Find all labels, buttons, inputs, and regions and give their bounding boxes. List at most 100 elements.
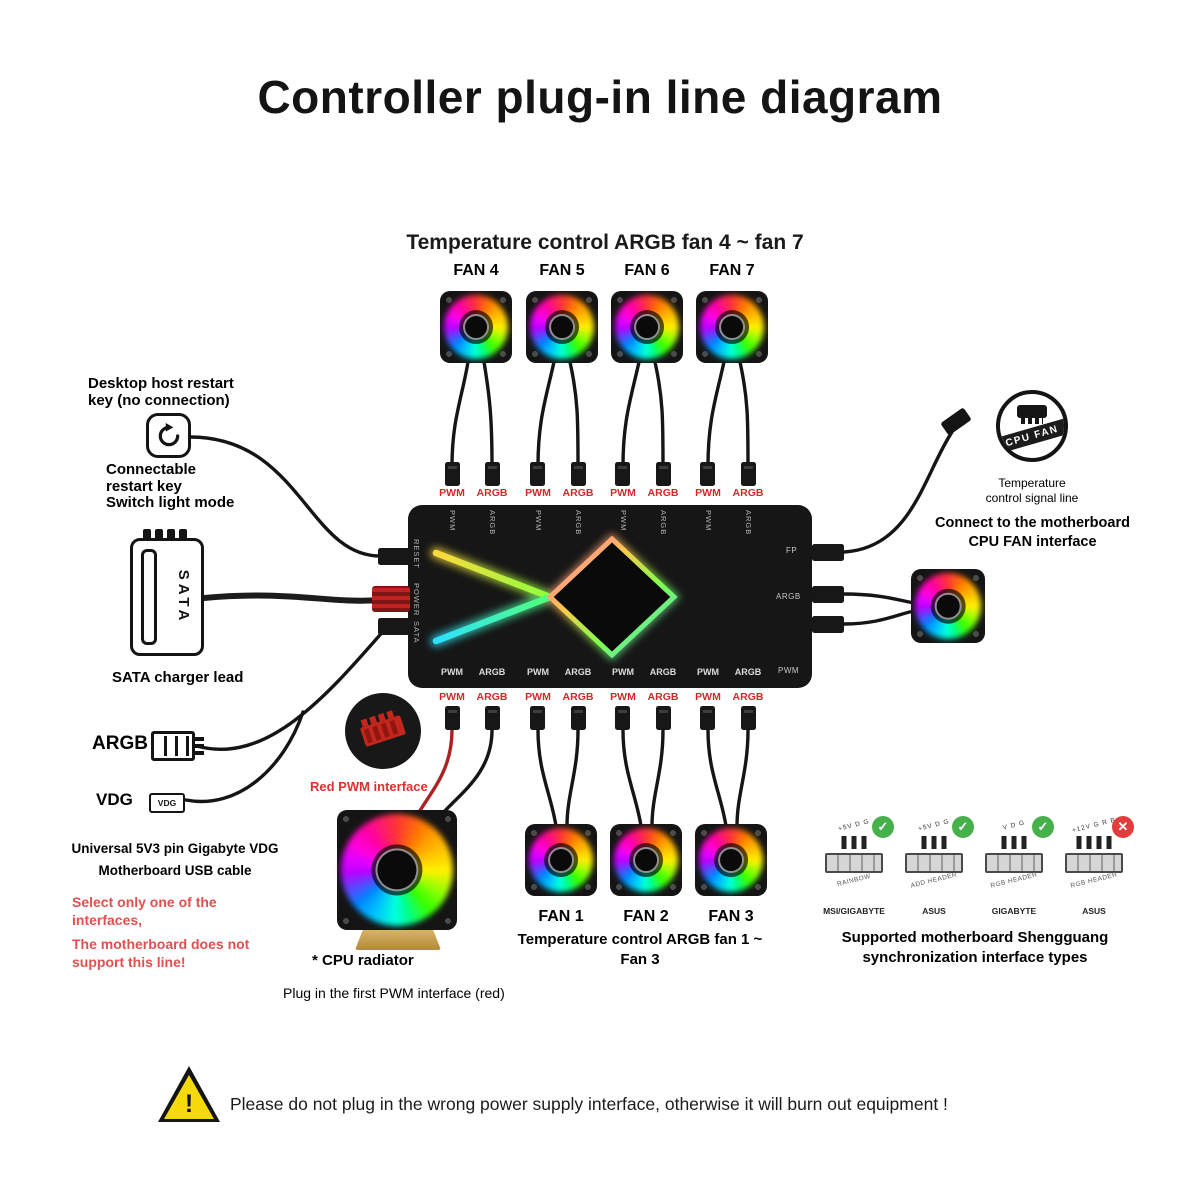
cpu-fan-badge: CPU FAN bbox=[996, 390, 1068, 462]
port-label-red: PWM bbox=[525, 487, 551, 499]
signal-line-caption: Temperature control signal line bbox=[985, 476, 1079, 505]
port-label-red: ARGB bbox=[732, 691, 764, 703]
pins-icon bbox=[841, 836, 867, 849]
fan-7-label: FAN 7 bbox=[709, 262, 755, 279]
mobo-section-heading: Supported motherboard Shengguang synchro… bbox=[841, 929, 1109, 966]
fan-hub bbox=[548, 847, 574, 873]
connector-plug bbox=[741, 462, 756, 486]
footer-warning-text: Please do not plug in the wrong power su… bbox=[230, 1094, 948, 1114]
fan-1 bbox=[525, 824, 597, 896]
port-label-red: ARGB bbox=[647, 487, 679, 499]
connector-plug bbox=[700, 462, 715, 486]
pwm-port-label: PWM bbox=[778, 666, 800, 675]
check-icon: ✓ bbox=[872, 816, 894, 838]
port-label-red: ARGB bbox=[476, 691, 508, 703]
sata-connector-icon: SATA bbox=[130, 529, 204, 656]
port-label: ARGB bbox=[659, 510, 668, 536]
cpu-radiator-fan bbox=[337, 810, 457, 930]
pins-icon bbox=[1076, 836, 1112, 849]
power-plug bbox=[372, 586, 410, 612]
port-label-red: ARGB bbox=[562, 487, 594, 499]
sata-caption: SATA charger lead bbox=[112, 669, 244, 686]
connector-plug bbox=[530, 706, 545, 730]
check-icon: ✓ bbox=[1032, 816, 1054, 838]
connector-plug bbox=[530, 462, 545, 486]
cpu-radiator-caption: Plug in the first PWM interface (red) bbox=[283, 985, 505, 1001]
port-label-red: PWM bbox=[695, 487, 721, 499]
argb-label: ARGB bbox=[92, 733, 148, 754]
port-label: PWM bbox=[534, 510, 543, 532]
brand-label: ASUS bbox=[922, 906, 946, 916]
fan-1-label: FAN 1 bbox=[538, 908, 584, 925]
pwm-out-plug bbox=[812, 616, 844, 633]
header-connector-icon bbox=[825, 853, 883, 873]
fp-plug bbox=[812, 544, 844, 561]
fan-2 bbox=[610, 824, 682, 896]
page-title: Controller plug-in line diagram bbox=[257, 71, 943, 123]
port-label-red: PWM bbox=[695, 691, 721, 703]
red-pwm-caption: Red PWM interface bbox=[310, 779, 428, 794]
interface-warning-b: The motherboard does not support this li… bbox=[72, 936, 250, 970]
check-icon: ✓ bbox=[952, 816, 974, 838]
connector-plug bbox=[741, 706, 756, 730]
connect-cpu-fan-caption: Connect to the motherboard CPU FAN inter… bbox=[935, 515, 1130, 550]
sata-label: SATA bbox=[175, 569, 192, 625]
controller-box: PWM ARGB PWM ARGB PWM ARGB PWM ARGB PWM … bbox=[408, 505, 812, 688]
cpu-fan-connector-icon bbox=[1017, 405, 1047, 424]
power-port-label: POWER bbox=[412, 583, 421, 617]
fan-hub bbox=[634, 314, 660, 340]
fan-hub bbox=[934, 592, 962, 620]
connector-plug bbox=[485, 462, 500, 486]
pins-icon bbox=[921, 836, 947, 849]
sata-plug bbox=[378, 618, 410, 635]
port-label: PWM bbox=[612, 667, 634, 677]
cpu-radiator-label: * CPU radiator bbox=[312, 952, 414, 969]
port-label: PWM bbox=[704, 510, 713, 532]
fan-hub bbox=[633, 847, 659, 873]
fan-3 bbox=[695, 824, 767, 896]
red-pwm-connector bbox=[359, 715, 407, 747]
connector-plug bbox=[615, 462, 630, 486]
fp-port-label: FP bbox=[786, 546, 798, 555]
port-label: PWM bbox=[697, 667, 719, 677]
fan-hub bbox=[719, 314, 745, 340]
port-label-red: PWM bbox=[439, 691, 465, 703]
vdg-chip-icon: VDG bbox=[149, 793, 185, 813]
argb-port-label: ARGB bbox=[776, 592, 801, 601]
port-label: ARGB bbox=[564, 667, 592, 677]
port-label-red: PWM bbox=[439, 487, 465, 499]
argb-out-plug bbox=[812, 586, 844, 603]
fan-hub bbox=[718, 847, 744, 873]
argb-connector-icon bbox=[151, 731, 204, 761]
connector-plug bbox=[700, 706, 715, 730]
reset-port-label: RESET bbox=[412, 539, 421, 570]
port-label: ARGB bbox=[649, 667, 677, 677]
connector-plug bbox=[656, 706, 671, 730]
mobo-interface-item: V D G RGB HEADER ✓ GIGABYTE bbox=[978, 816, 1054, 924]
port-label: ARGB bbox=[744, 510, 753, 536]
port-label: PWM bbox=[619, 510, 628, 532]
port-label: PWM bbox=[441, 667, 463, 677]
top-heading: Temperature control ARGB fan 4 ~ fan 7 bbox=[406, 231, 804, 254]
radiator-base bbox=[355, 928, 441, 950]
header-connector-icon bbox=[1065, 853, 1123, 873]
connector-plug bbox=[485, 706, 500, 730]
fan-6-label: FAN 6 bbox=[624, 262, 670, 279]
right-fan bbox=[911, 569, 985, 643]
fan-2-label: FAN 2 bbox=[623, 908, 669, 925]
port-label-red: ARGB bbox=[476, 487, 508, 499]
fan-6 bbox=[611, 291, 683, 363]
circular-arrow-icon bbox=[158, 422, 179, 446]
cross-icon: ✕ bbox=[1112, 816, 1134, 838]
rgb-lighting bbox=[430, 532, 795, 662]
brand-label: MSI/GIGABYTE bbox=[823, 906, 885, 916]
port-label: ARGB bbox=[574, 510, 583, 536]
header-connector-icon bbox=[985, 853, 1043, 873]
port-label: ARGB bbox=[488, 510, 497, 536]
interface-warning-a: Select only one of the interfaces, bbox=[72, 894, 217, 928]
sata-slot bbox=[141, 549, 157, 645]
connector-plug bbox=[615, 706, 630, 730]
connector-plug bbox=[656, 462, 671, 486]
fan-hub bbox=[549, 314, 575, 340]
